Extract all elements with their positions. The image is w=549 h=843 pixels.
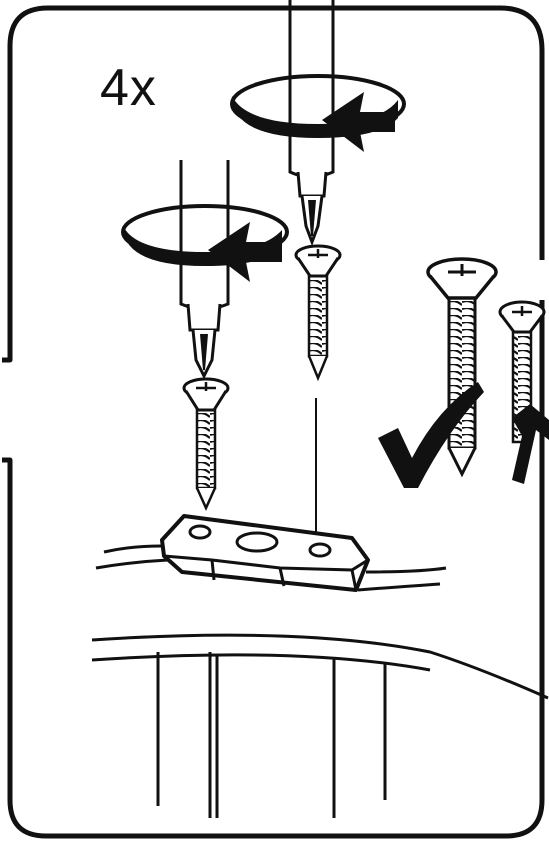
- mounting-bracket: [160, 514, 370, 592]
- quantity-label: 4x: [100, 59, 157, 117]
- screw-icon: [182, 377, 230, 512]
- rotation-arrow-icon: [230, 74, 406, 152]
- rotation-arrow-icon: [121, 204, 289, 282]
- screwdriver-icon: [179, 160, 230, 380]
- screw-icon: [426, 257, 498, 478]
- screw-icon: [294, 244, 342, 382]
- panel-frame: [2, 5, 545, 839]
- furniture-frame: [91, 544, 549, 818]
- checkmark-icon: [378, 382, 484, 488]
- wrong-screw-icon: [498, 300, 549, 484]
